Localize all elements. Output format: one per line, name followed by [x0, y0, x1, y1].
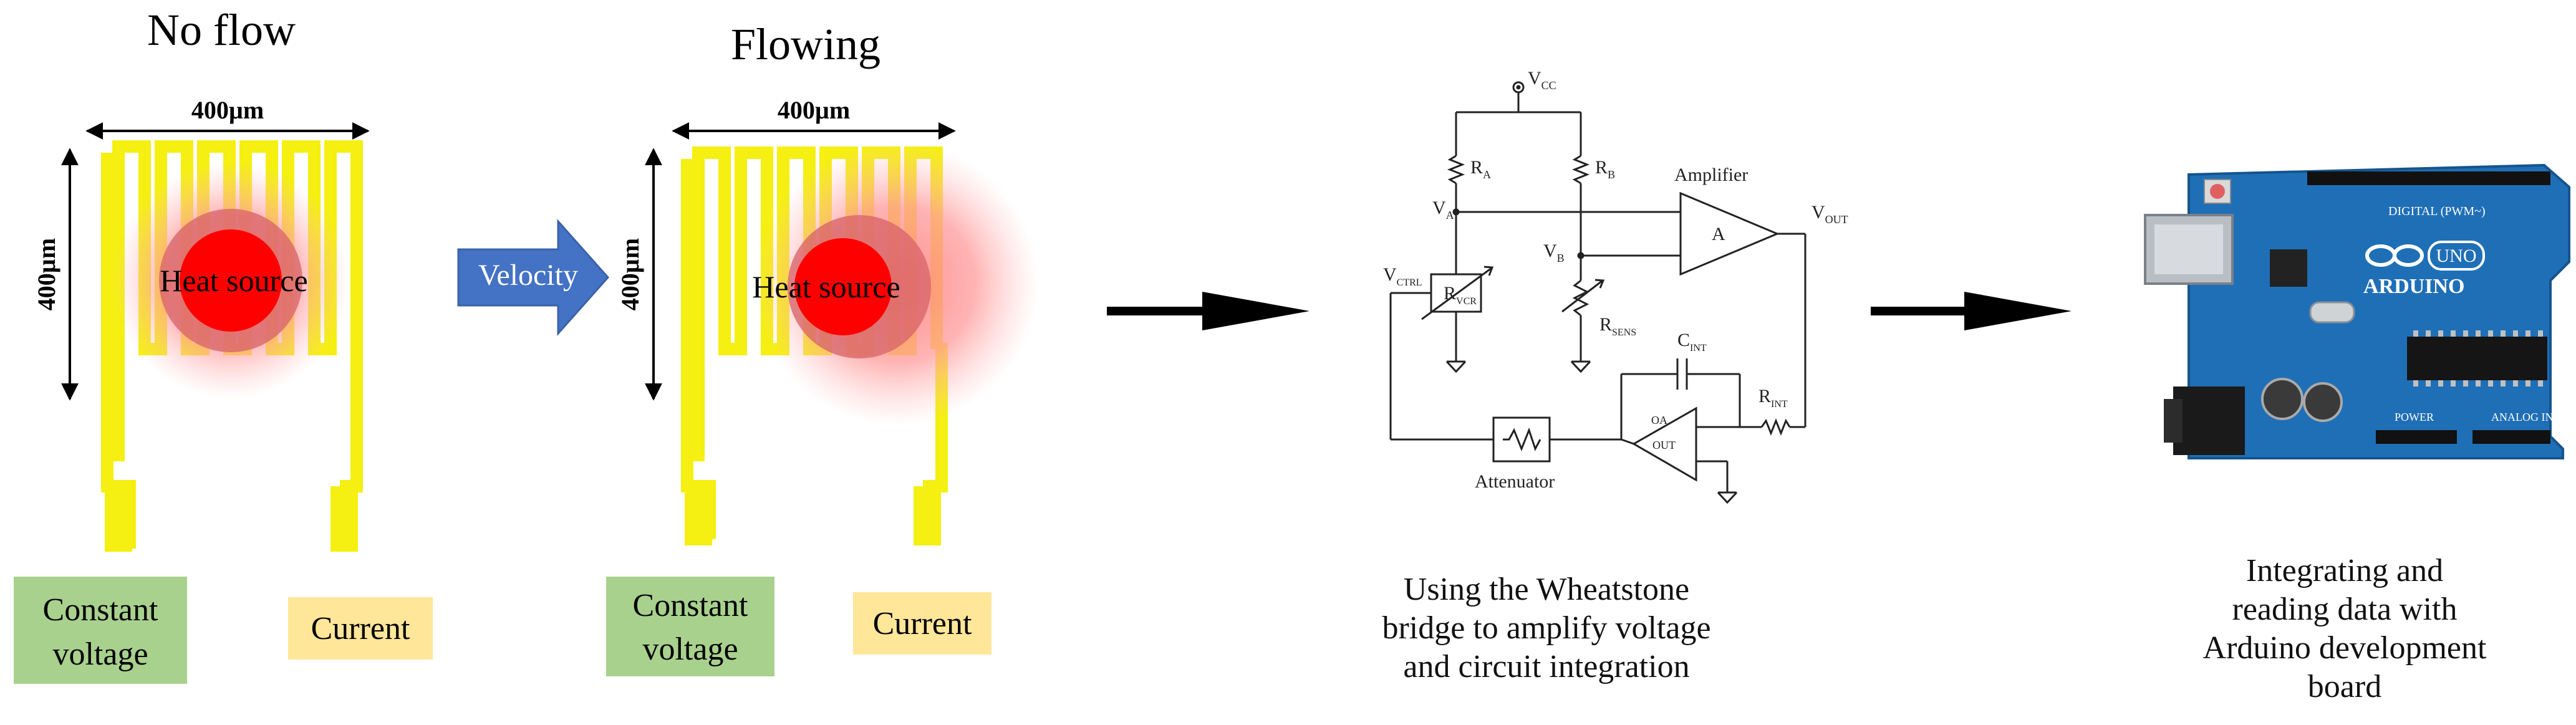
model-label: UNO: [2436, 246, 2477, 266]
resistor-ra-icon: [1447, 155, 1465, 185]
panel-flowing: Flowing 400µm 400µm Heat source Constant…: [606, 19, 1039, 676]
analog-label: ANALOG IN: [2491, 411, 2553, 423]
amplifier-icon: [1679, 191, 1780, 276]
panel-no-flow: No flow 400µm 400µm Heat source Constant…: [14, 5, 433, 684]
circuit-caption: Using the Wheatstone bridge to amplify v…: [1353, 570, 1740, 686]
heat-source-label: Heat source: [752, 269, 900, 304]
digital-header-icon: [2307, 171, 2550, 185]
capacitor-icon: [2303, 382, 2343, 422]
svg-text:Amplifier: Amplifier: [1674, 165, 1748, 185]
analog-header-icon: [2472, 430, 2550, 444]
arduino-caption-line: Integrating and: [2246, 553, 2444, 588]
svg-text:RA: RA: [1470, 157, 1491, 181]
svg-text:VOUT: VOUT: [1811, 202, 1848, 226]
sensor-resistor-rsens-icon: [1572, 279, 1589, 317]
svg-text:Attenuator: Attenuator: [1475, 471, 1555, 492]
height-label: 400µm: [616, 238, 644, 310]
heat-source-label: Heat source: [160, 263, 307, 298]
capacitor-icon: [2261, 378, 2303, 420]
attenuator-icon: [1492, 416, 1551, 463]
svg-text:CINT: CINT: [1677, 330, 1707, 353]
svg-text:RVCR: RVCR: [1444, 283, 1477, 307]
resistor-rb-icon: [1571, 155, 1590, 185]
svg-text:VB: VB: [1543, 241, 1565, 264]
svg-text:RINT: RINT: [1758, 386, 1788, 410]
heat-source: Heat source: [112, 162, 349, 399]
crystal-icon: [2309, 301, 2355, 324]
circuit-labels: VCC RA RB VA VB Amplifier A VOUT VCTRL R…: [1383, 68, 1848, 492]
wheatstone-circuit: [1389, 81, 1807, 504]
power-jack-icon: [2173, 387, 2245, 455]
arduino-caption-line: board: [2307, 669, 2382, 704]
process-arrow-2: [1871, 292, 2072, 330]
microcontroller-icon: [2407, 337, 2547, 380]
width-label: 400µm: [191, 96, 264, 124]
constant-voltage-box: [606, 577, 774, 676]
power-label: POWER: [2395, 411, 2434, 423]
svg-text:VCC: VCC: [1528, 68, 1556, 92]
current-label: Current: [873, 606, 972, 641]
velocity-label: Velocity: [478, 259, 578, 292]
constant-voltage-box: [14, 577, 187, 684]
arduino-board: DIGITAL (PWM~) UNO ARDUINO POWER ANALOG …: [2144, 163, 2570, 459]
circuit-caption-line: and circuit integration: [1403, 649, 1690, 684]
resistor-rint-icon: [1760, 418, 1791, 436]
arduino-caption-line: Arduino development: [2202, 630, 2487, 666]
usb-chip-icon: [2270, 249, 2307, 287]
panel-title: Flowing: [731, 19, 880, 69]
digital-label: DIGITAL (PWM~): [2388, 204, 2486, 218]
height-label: 400µm: [32, 238, 60, 310]
velocity-arrow: Velocity: [457, 219, 610, 336]
constant-voltage-line2: voltage: [52, 636, 148, 672]
svg-text:VCTRL: VCTRL: [1383, 264, 1422, 288]
current-label: Current: [311, 611, 410, 646]
circuit-caption-line: bridge to amplify voltage: [1382, 610, 1711, 646]
svg-text:RSENS: RSENS: [1599, 314, 1636, 338]
circuit-caption-line: Using the Wheatstone: [1403, 572, 1690, 607]
svg-text:RB: RB: [1595, 157, 1615, 181]
arduino-logo-icon: [2365, 244, 2424, 267]
panel-title: No flow: [147, 5, 296, 55]
arduino-caption-line: reading data with: [2232, 592, 2458, 627]
current-box: [288, 597, 433, 660]
svg-text:VA: VA: [1432, 198, 1454, 221]
process-arrow-1: [1107, 292, 1310, 330]
width-label: 400µm: [778, 96, 850, 124]
integrator-opamp-icon: [1631, 406, 1697, 482]
arduino-caption: Integrating and reading data with Arduin…: [2170, 552, 2519, 706]
constant-voltage-line1: Constant: [633, 588, 748, 623]
current-box: [853, 592, 991, 655]
constant-voltage-line2: voltage: [642, 631, 738, 667]
heat-source: Heat source: [752, 142, 1039, 426]
svg-text:OA: OA: [1651, 414, 1667, 426]
constant-voltage-line1: Constant: [43, 592, 158, 628]
brand-label: ARDUINO: [2363, 275, 2464, 298]
power-header-icon: [2376, 430, 2457, 444]
svg-text:A: A: [1712, 224, 1725, 244]
svg-text:OUT: OUT: [1652, 439, 1676, 451]
